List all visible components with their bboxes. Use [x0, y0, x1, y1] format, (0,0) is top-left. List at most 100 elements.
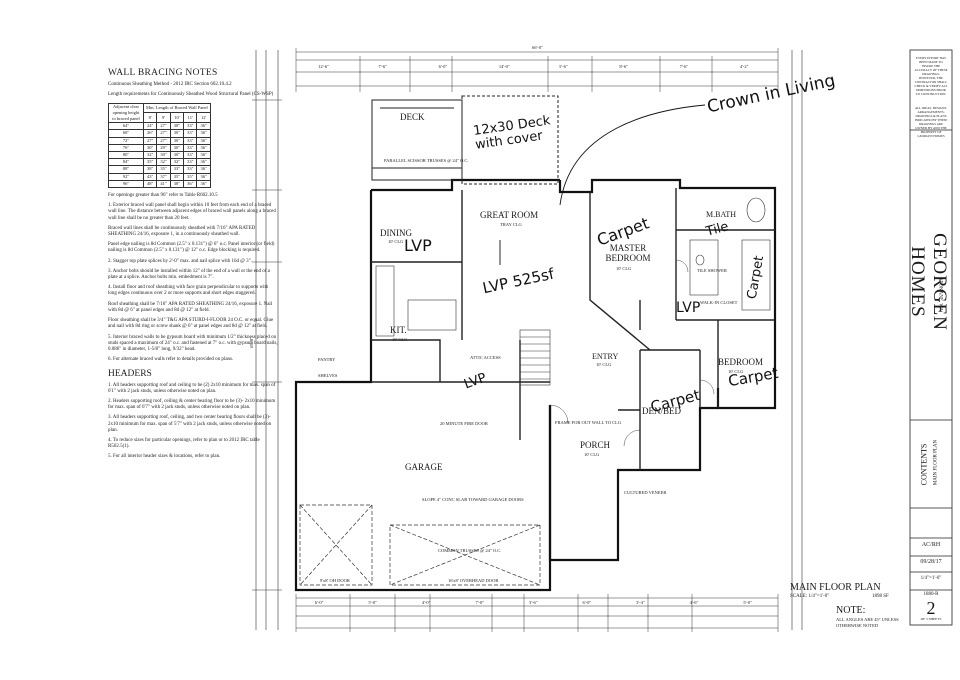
table-cell: 30" [169, 151, 185, 160]
dimension-label: 14'-0" [498, 64, 510, 69]
dimension-lines [252, 48, 803, 632]
drawing-scale: 1/4"=1'-0" [920, 576, 942, 581]
contents-label: CONTENTS [919, 443, 929, 486]
deck-outline [371, 95, 559, 185]
dimension-label: 7'-6" [679, 64, 689, 69]
table-cell: 30" [142, 143, 158, 153]
room-label-deck: DECK [400, 112, 425, 122]
table-cell: 32" [169, 158, 185, 167]
table-cell: 30" [169, 143, 185, 153]
table-cell: 80" [108, 151, 144, 160]
table-cell: 35" [169, 172, 185, 181]
table-row: 84"35"32"32"33"36" [108, 158, 211, 167]
note-overhead-door: 16'x8' OVERHEAD DOOR [448, 578, 499, 583]
table-cell: 36" [196, 129, 211, 138]
table-cell: 27" [156, 129, 171, 138]
dimension-label: 7'-0" [475, 600, 485, 605]
note-common-trusses: COMMON TRUSSES @ 24" O.C. [438, 548, 502, 553]
note-frame-wall: FRAME FOR OUT WALL TO CLG [555, 420, 622, 425]
table-cell: 36" [196, 179, 211, 189]
bracing-note-item: 1. Exterior braced wall panel shall begi… [108, 203, 276, 221]
job-number: 1880-R [923, 592, 939, 597]
bracing-note-item: 4. Install floor and roof sheathing with… [108, 285, 269, 297]
bracing-after-table: For openings greater than 96" refer to T… [108, 193, 218, 199]
bracing-note-item: 5. Interior braced walls to be gypsum bo… [108, 334, 278, 352]
handwritten-lvp-hall: LVP [676, 300, 701, 316]
note-attic-access: ATTIC ACCESS [470, 355, 501, 360]
drawn-by: AC/RH [921, 542, 941, 548]
table-cell: 33" [183, 158, 198, 167]
pantry-label: PANTRY [318, 357, 336, 362]
stairs [519, 329, 551, 386]
table-cell: 36" [196, 143, 211, 153]
sheet-number: 2 [926, 598, 936, 618]
exterior-walls [294, 178, 777, 592]
copyright-note: EVERY EFFORT HAS BEEN MADE TO INSURE THE… [914, 56, 948, 96]
headers-items-list: 1. All headers supporting roof and ceili… [108, 383, 278, 461]
table-row: 68"26"27"30"33"36" [108, 129, 211, 138]
room-label-m-bath: M.BATH [706, 210, 737, 219]
dimension-label: 5'-6" [559, 64, 568, 69]
table-row: 96"48"41"38"36"36" [108, 179, 211, 189]
table-cell: 24" [142, 122, 158, 131]
table-row: 76"30"29"30"33"36" [108, 143, 211, 153]
note-tile-shower: TILE SHOWER [697, 268, 727, 273]
table-cell: 64" [108, 122, 144, 131]
room-label-den-bed: DEN/BED [642, 406, 681, 416]
table-cell: 35" [183, 172, 198, 181]
annotation-leaders [499, 104, 706, 265]
dimension-label: 6'-0" [314, 600, 324, 605]
dimension-label: 4'-0" [421, 600, 431, 605]
plan-area: 1898 SF [872, 594, 889, 599]
table-cell: 32" [142, 151, 158, 160]
table-wall-height: 9' [156, 112, 171, 124]
entry-ceiling: 10' CLG [596, 362, 612, 367]
table-wall-height: 8' [142, 112, 158, 124]
kit-ceiling: 10' CLG [392, 337, 408, 342]
table-cell: 84" [108, 158, 144, 167]
header-note-item: 1. All headers supporting roof and ceili… [108, 382, 276, 394]
company-name: GEORGEN HOMES [907, 233, 950, 331]
bracing-note-item: Floor sheathing shall be 3/4" T&G APA ST… [108, 318, 274, 330]
dimension-label: 7'-6" [378, 64, 388, 69]
master-ceiling: 10' CLG [616, 266, 632, 271]
bracing-note-item: Braced wall lines shall be continuously … [108, 225, 256, 238]
porch-ceiling: 10' CLG [584, 452, 600, 457]
dimension-label: 3'-6" [529, 600, 538, 605]
table-cell: 36" [196, 136, 211, 145]
bracing-note-item: 2. Stagger top plate splices by 2'-0" ma… [108, 258, 252, 264]
table-row: 88"38"35"33"33"36" [108, 165, 211, 174]
shelves-label: SHELVES [318, 373, 338, 378]
dining-ceiling: 10' CLG [388, 239, 404, 244]
room-label-master-bedroom: MASTER BEDROOM [605, 243, 651, 263]
bracing-note-item: 6. For alternate braced walls refer to d… [108, 357, 234, 363]
header-note-item: 5. For all interior header sizes & locat… [108, 454, 221, 460]
table-cell: 26" [142, 129, 158, 138]
door-swings [549, 259, 715, 447]
dimension-label: 6'-0" [438, 64, 448, 69]
dimension-label: 5'-0" [368, 600, 377, 605]
great-room-ceiling: TRAY CLG [500, 222, 522, 227]
table-cell: 36" [196, 165, 211, 174]
dimension-overall-top: 66'-0" [532, 45, 543, 50]
table-cell: 38" [169, 179, 185, 189]
table-cell: 35" [156, 165, 171, 174]
kitchen-counters [375, 265, 457, 337]
table-header-opening: Adjacent clear opening height to braced … [108, 102, 144, 124]
bracing-note-item: Panel edge nailing is 8d Common (2.5" x … [108, 242, 275, 254]
table-cell: 33" [183, 165, 198, 174]
dimension-label: 4'-2" [739, 64, 749, 69]
dimension-label: 8'-6" [619, 64, 629, 69]
table-wall-height: 12' [196, 112, 211, 124]
bracing-intro-1: Continuous Sheathing Method - 2012 IRC S… [108, 82, 232, 88]
dimension-label: 12'-6" [318, 64, 330, 69]
table-cell: 96" [108, 179, 144, 189]
table-cell: 36" [183, 179, 198, 189]
table-cell: 88" [108, 165, 144, 174]
table-cell: 29" [156, 143, 171, 153]
table-cell: 72" [108, 136, 144, 145]
dimension-overall-left: 69'-0" [248, 337, 254, 348]
garage-doors [299, 504, 541, 586]
